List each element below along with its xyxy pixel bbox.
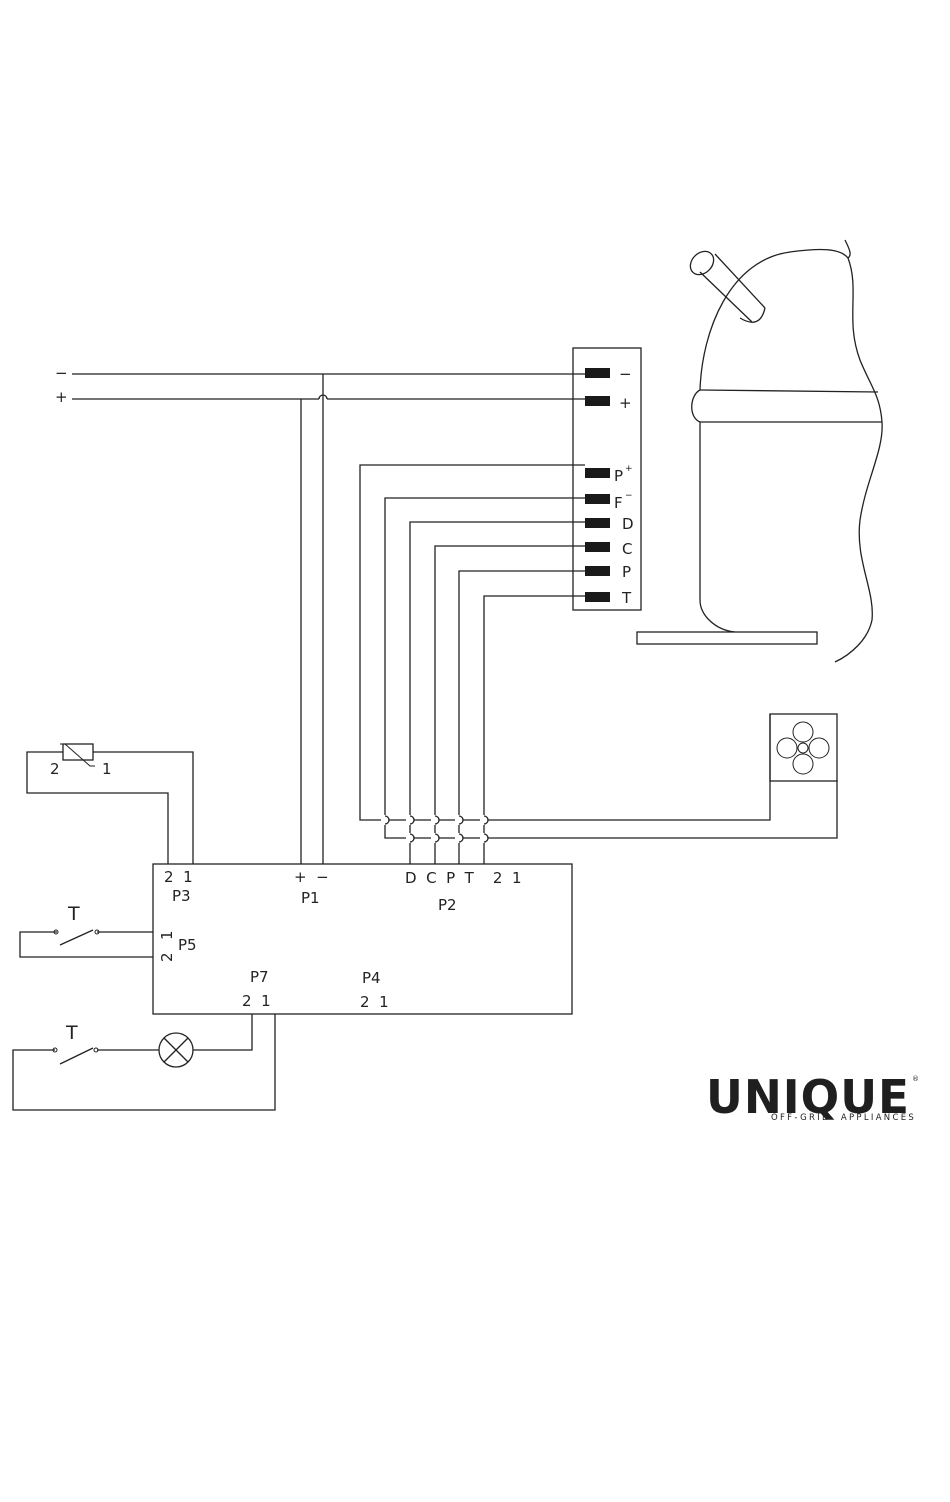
p1-label: P1 [301,889,320,907]
thermistor-slash [60,744,95,766]
terminal-pin-p [585,566,610,576]
terminal-pin-c [585,542,610,552]
wire-f-minus [385,498,837,838]
terminal-pins [585,368,610,602]
supply-plus-label: + [55,388,68,406]
terminal-label-f-minus: F [614,494,623,512]
door-switch-blade-icon [60,930,93,945]
compressor-icon [637,240,882,662]
door-switch: T [20,903,153,957]
brand-logo: UNIQUE ® OFF-GRID APPLIANCES [706,1070,919,1124]
p4-pins-label: 2 1 [360,993,389,1011]
thermistor-pin2-label: 2 [50,760,60,778]
light-switch-label: T [65,1022,78,1044]
terminal-label-p: P [622,563,631,581]
light-wire-loop [13,1014,275,1110]
terminal-label-t: T [621,589,632,607]
terminal-label-p-plus-sup: + [625,464,633,474]
terminal-pin-p-plus [585,468,610,478]
logo-tagline: OFF-GRID APPLIANCES [771,1113,915,1123]
terminal-label-c: C [622,540,632,558]
door-switch-label: T [67,903,80,925]
p7-label: P7 [250,968,269,986]
p2-pins-label: D C P T 2 1 [405,869,522,887]
light-wire-a [193,1014,252,1050]
supply-minus-label: − [55,364,68,382]
p2-label: P2 [438,896,457,914]
p5-pin2-label: 2 [158,952,176,962]
thermistor: 2 1 [27,744,193,864]
terminal-pin-minus [585,368,610,378]
light-switch-blade-icon [60,1048,93,1064]
p3-label: P3 [172,887,191,905]
terminal-label-p-plus: P [614,467,623,485]
logo-registered-mark: ® [912,1075,919,1083]
fan-frame [770,714,837,781]
p5-pin1-label: 1 [158,930,176,940]
thermistor-wire-2 [27,752,168,864]
wire-d [410,522,585,864]
door-switch-wire-loop [20,932,153,957]
wire-p-plus [360,465,770,820]
light-circuit: T [13,1014,275,1110]
fan-icon [777,722,829,774]
p3-pins-label: 2 1 [164,868,193,886]
terminal-label-f-minus-sup: − [625,491,633,501]
compressor [637,240,882,662]
terminal-pin-plus [585,396,610,406]
terminal-pin-t [585,592,610,602]
p7-pins-label: 2 1 [242,992,271,1010]
control-board: 2 1 P3 + − P1 D C P T 2 1 P2 P5 1 2 P7 2… [153,864,572,1014]
terminal-label-d: D [622,515,634,533]
terminal-pin-f-minus [585,494,610,504]
supply-lines: − + [55,364,585,864]
terminal-pin-d [585,518,610,528]
p4-label: P4 [362,969,381,987]
p5-label: P5 [178,936,197,954]
p1-pins-label: + − [294,868,329,886]
fan [770,714,837,781]
thermistor-pin1-label: 1 [102,760,112,778]
terminal-label-plus: + [619,394,632,412]
wire-t [484,596,585,864]
terminal-label-minus: − [619,365,632,383]
